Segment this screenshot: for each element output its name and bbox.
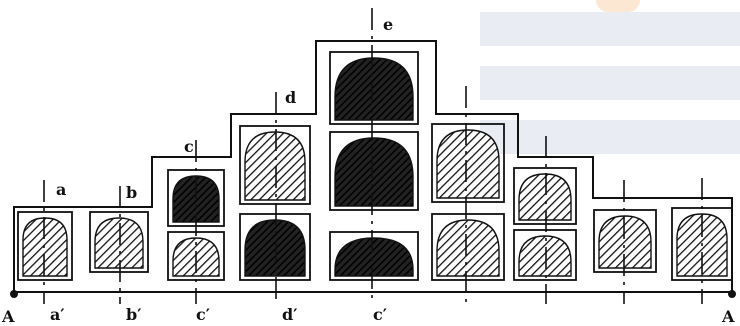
- arched-window: [598, 215, 652, 269]
- building-outline: [13, 40, 733, 292]
- label-e-prime: c′: [373, 305, 387, 324]
- window-frame: [329, 51, 419, 125]
- label-b: b: [126, 183, 137, 202]
- window-frame: [431, 213, 505, 281]
- end-point-right: [728, 290, 736, 298]
- arched-window: [436, 129, 500, 199]
- arched-window: [436, 219, 500, 277]
- watermark-band-middle: [480, 66, 740, 100]
- window-frame: [89, 211, 149, 273]
- label-d-prime: d′: [282, 305, 297, 324]
- end-point-left: [10, 290, 18, 298]
- watermark-band-bottom: [480, 120, 740, 154]
- window-frame: [239, 213, 311, 281]
- window-frame: [329, 231, 419, 281]
- section-axes: [43, 8, 703, 304]
- window-frame: [17, 211, 73, 281]
- arched-window: [334, 137, 414, 207]
- window-frame: [593, 209, 657, 273]
- window-frame: [239, 125, 311, 205]
- window-panels: [17, 51, 733, 281]
- label-d: d: [285, 88, 296, 107]
- arched-window: [94, 217, 144, 269]
- label-end-right: A: [721, 307, 735, 326]
- watermark-band-top: [480, 12, 740, 46]
- label-b-prime: b′: [126, 305, 141, 324]
- arched-window: [518, 173, 572, 221]
- arched-window: [244, 131, 306, 201]
- label-c-prime: c′: [196, 305, 210, 324]
- label-e: e: [383, 15, 393, 34]
- arched-window: [22, 217, 68, 277]
- watermark-accent: [596, 0, 640, 12]
- label-end-left: A: [1, 307, 15, 326]
- label-a: a: [56, 180, 66, 199]
- arched-window: [334, 57, 414, 121]
- window-frame: [513, 229, 577, 281]
- window-frame: [329, 131, 419, 211]
- arched-window: [518, 235, 572, 277]
- label-a-prime: a′: [50, 305, 65, 324]
- window-frame: [513, 167, 577, 225]
- window-frame: [431, 123, 505, 203]
- arched-window: [244, 219, 306, 277]
- arched-window: [334, 237, 414, 277]
- label-c: c: [184, 137, 194, 156]
